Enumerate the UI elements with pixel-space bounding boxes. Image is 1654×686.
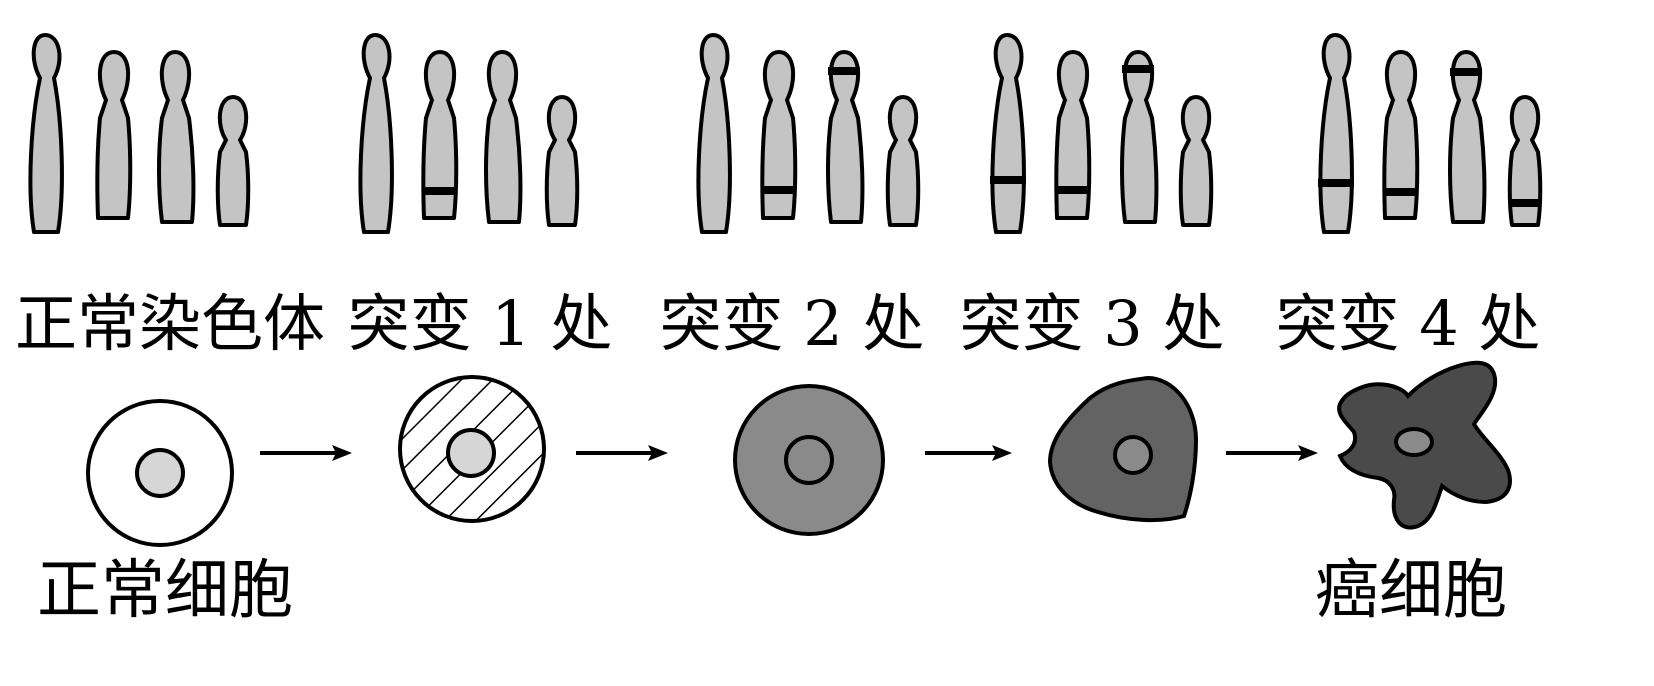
- chromosome: [826, 50, 865, 224]
- cell-stage-3: [1047, 375, 1199, 523]
- cell-labels: 正常细胞 癌细胞: [37, 554, 1507, 628]
- stage-label-2: 突变 2 处: [660, 287, 925, 360]
- chromosome: [484, 50, 523, 224]
- chromosome: [885, 95, 921, 227]
- chromosome: [358, 33, 394, 234]
- cell-label-cancer: 癌细胞: [1315, 554, 1507, 628]
- chromosome: [544, 95, 580, 227]
- chromosome: [760, 50, 798, 220]
- cell-normal: [86, 399, 234, 547]
- cell-row: [86, 360, 1512, 547]
- chromosome: [696, 33, 732, 234]
- arrow-icon: [576, 445, 668, 461]
- arrow-icon: [925, 445, 1012, 461]
- stage-label-1: 突变 1 处: [348, 287, 613, 360]
- chromosome: [1382, 50, 1420, 220]
- chromosome: [1507, 95, 1543, 227]
- nucleus: [135, 448, 185, 498]
- chromosome-group-normal: [28, 33, 251, 234]
- chromosome-group-2: [696, 33, 921, 234]
- chromosome: [157, 50, 196, 224]
- chromosome-group-1: [358, 33, 580, 234]
- nucleus: [1113, 435, 1153, 475]
- cell-label-normal: 正常细胞: [37, 554, 293, 628]
- cell-stage-2: [733, 384, 885, 536]
- stage-label-normal: 正常染色体: [15, 287, 325, 360]
- chromosome-group-4: [1318, 33, 1543, 234]
- cell-stage-1: [398, 375, 546, 523]
- stage-label-3: 突变 3 处: [960, 287, 1225, 360]
- chromosome: [1178, 95, 1214, 227]
- chromosome: [421, 50, 459, 220]
- cell-cancer: [1337, 360, 1512, 530]
- chromosome: [1448, 50, 1487, 224]
- chromosome-group-3: [990, 33, 1214, 234]
- nucleus: [784, 435, 834, 485]
- chromosome: [990, 33, 1026, 234]
- nucleus: [1394, 427, 1434, 457]
- chromosome: [1120, 50, 1159, 224]
- arrow-icon: [260, 445, 352, 461]
- chromosome: [28, 33, 64, 234]
- nucleus: [446, 428, 496, 478]
- chromosome: [1054, 50, 1092, 220]
- chromosome-row: [28, 33, 1543, 234]
- chromosome: [95, 50, 133, 220]
- chromosome: [215, 95, 251, 227]
- stage-labels: 正常染色体 突变 1 处 突变 2 处 突变 3 处 突变 4 处: [15, 287, 1540, 360]
- stage-label-4: 突变 4 处: [1276, 287, 1541, 360]
- chromosome: [1318, 33, 1354, 234]
- arrow-icon: [1226, 445, 1318, 461]
